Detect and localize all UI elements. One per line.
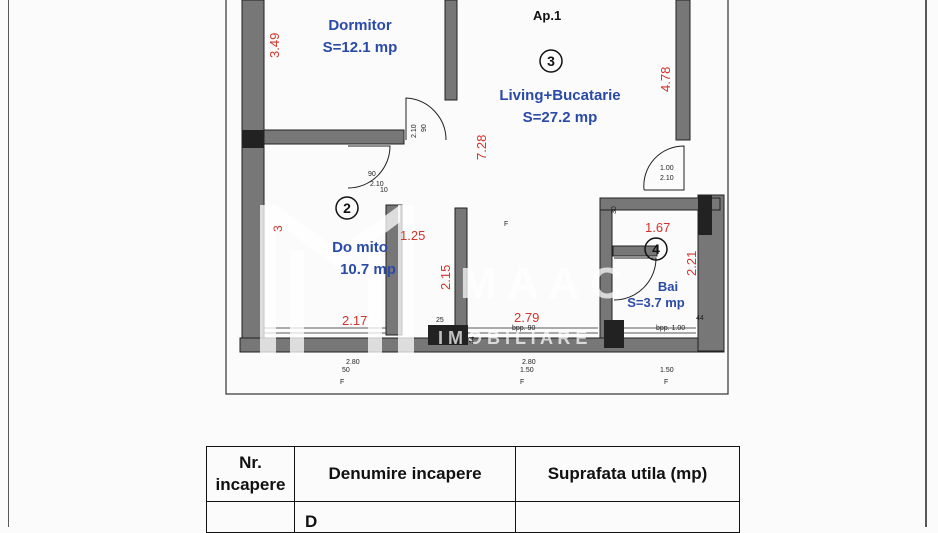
annotation: bpp. 1.00 — [656, 325, 685, 332]
watermark-line1: M A A C — [460, 259, 622, 308]
header-cell-suprafata: Suprafata utila (mp) — [515, 446, 740, 502]
annotation: 2.80 — [522, 359, 536, 366]
room-area-dormitor-2: 10.7 mp — [340, 261, 396, 278]
room-name-dormitor-2: Do mito — [332, 239, 388, 256]
annotation: 1.50 — [520, 367, 534, 374]
annotation: 10 — [380, 187, 388, 194]
annotation: F — [664, 379, 668, 386]
annotation: 2.10 — [370, 181, 384, 188]
walls — [239, 0, 725, 353]
dimension-label: 1.67 — [645, 220, 670, 235]
windows — [264, 327, 696, 334]
annotation: 1.00 — [660, 165, 674, 172]
door-swings — [347, 97, 685, 301]
dimension-label: 2.17 — [342, 313, 367, 328]
room-name-baie: Bai — [658, 279, 678, 294]
header-cell-nr: Nr. incapere — [206, 446, 295, 502]
room-number-2: 2 — [343, 200, 351, 216]
table-cell — [515, 501, 740, 533]
drawing-frame — [225, 0, 729, 395]
header-suprafata: Suprafata utila (mp) — [547, 464, 708, 483]
dimension-label: 7.28 — [474, 135, 489, 160]
watermark: M A A C I M O B I L I A R E — [260, 205, 622, 355]
room-area-living: S=27.2 mp — [523, 109, 598, 126]
room-name-dormitor-1: Dormitor — [328, 17, 391, 34]
annotation: 30 — [611, 206, 618, 214]
wall-details — [242, 130, 712, 348]
room-number-4: 4 — [652, 241, 660, 257]
header-incapere: incapere — [215, 475, 286, 494]
legend-table: Nr. incapere Denumire incapere Suprafata… — [206, 446, 740, 533]
table-cell — [206, 501, 295, 533]
annotation: F — [504, 221, 508, 228]
room-number-circle-3 — [539, 49, 563, 73]
room-name-living: Living+Bucatarie — [499, 87, 620, 104]
annotation: 1.50 — [660, 367, 674, 374]
room-number-3: 3 — [547, 53, 555, 69]
partial-row-text: D — [305, 512, 318, 531]
annotation: 90 — [421, 124, 428, 132]
annotation: 2.10 — [660, 175, 674, 182]
annotation: 2.10 — [411, 124, 418, 138]
header-cell-denumire: Denumire incapere — [294, 446, 516, 502]
floor-plan-drawing: M A A C I M O B I L I A R E Ap.1 Dormito… — [8, 0, 927, 527]
header-denumire: Denumire incapere — [328, 464, 482, 483]
dimensions: 3.49 4.78 7.28 1.25 2.15 1.67 2.21 2.79 … — [267, 33, 699, 328]
dimension-label: 3.49 — [267, 33, 282, 58]
room-number-circle-2 — [335, 196, 359, 220]
room-number-circle-4 — [644, 237, 668, 261]
annotation: 90 — [368, 171, 376, 178]
dimension-label: 2.15 — [438, 265, 453, 290]
annotation: F — [340, 379, 344, 386]
annotation: 25 — [436, 317, 444, 324]
room-area-dormitor-1: S=12.1 mp — [323, 39, 398, 56]
page-border — [8, 0, 927, 527]
dimension-label: 2.21 — [684, 251, 699, 276]
floor-plan-document: M A A C I M O B I L I A R E Ap.1 Dormito… — [8, 0, 928, 527]
dimension-label: 2.79 — [514, 310, 539, 325]
annotation: 44 — [469, 336, 476, 344]
annotation: bpp. 90 — [512, 325, 535, 332]
annotation: 2.80 — [346, 359, 360, 366]
annotation: F — [520, 379, 524, 386]
room-area-baie: S=3.7 mp — [627, 295, 685, 310]
header-nr: Nr. — [239, 453, 262, 472]
dimension-label: 4.78 — [658, 67, 673, 92]
annotation: 44 — [696, 315, 704, 322]
small-annotations: 90 2.10 90 2.10 1.00 2.10 30 25 44 44 bp… — [340, 124, 704, 386]
table-cell: D — [294, 501, 516, 533]
watermark-line2: I M O B I L I A R E — [438, 328, 587, 348]
apartment-label: Ap.1 — [533, 8, 561, 23]
dimension-label: 3 — [271, 225, 285, 232]
dimension-label: 1.25 — [400, 228, 425, 243]
annotation: 50 — [342, 367, 350, 374]
